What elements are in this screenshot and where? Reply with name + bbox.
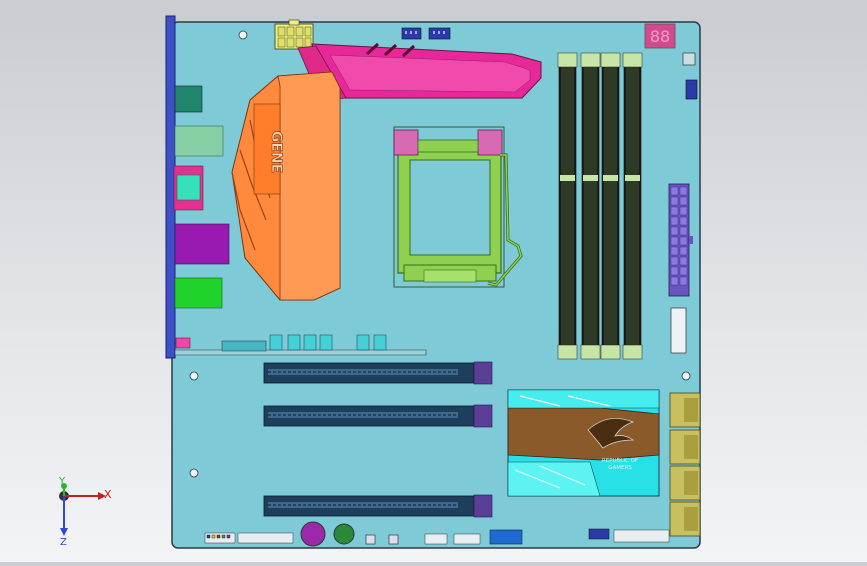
heatsink-logo-text: GENE (268, 131, 284, 173)
usb3-front-header (489, 529, 523, 545)
io-port-purple (174, 223, 230, 265)
header-blue-small (588, 528, 610, 540)
io-shield (165, 15, 176, 359)
usb-header-1 (424, 533, 448, 545)
atx-power-connector (668, 183, 693, 297)
usb3-header (670, 307, 687, 354)
chipset-heatsink: REPUBLIC OF GAMERS (507, 389, 660, 497)
ram-slot-1 (557, 52, 578, 360)
sata-ports (669, 392, 701, 537)
coordinate-triad: X Y Z (58, 476, 112, 548)
audio-section (174, 334, 427, 356)
front-audio-header (204, 532, 236, 544)
ram-slots (557, 52, 643, 360)
io-port-green (174, 277, 223, 309)
triad-y-label: Y (58, 476, 66, 487)
usb-header-2 (453, 533, 481, 545)
triad-z-label: Z (60, 537, 67, 548)
triad-x-label: X (104, 488, 112, 501)
debug-led-display: 88 (644, 23, 676, 49)
vrm-heatsink-top (297, 42, 542, 101)
vrm-heatsink-left: GENE (231, 71, 341, 301)
pcie-slot-1 (263, 361, 493, 385)
io-port-cyan (176, 174, 201, 201)
io-port-small-pink (175, 337, 191, 349)
small-switch-1 (365, 534, 376, 545)
power-button (682, 52, 696, 66)
ram-slot-3 (600, 52, 621, 360)
chipset-text-line1: REPUBLIC OF (602, 458, 638, 464)
io-port-teal (174, 85, 203, 113)
front-panel-header (613, 529, 670, 543)
svg-text:88: 88 (650, 27, 670, 46)
chipset-text-line2: GAMERS (608, 465, 632, 471)
rog-button-green (333, 523, 355, 545)
bottom-headers (204, 521, 670, 547)
pcie-slot-3 (263, 494, 493, 518)
ram-slot-4 (622, 52, 643, 360)
rog-button-purple (300, 521, 326, 547)
small-header-right (685, 79, 698, 100)
pcie-slot-2 (263, 404, 493, 428)
header-strip (237, 532, 294, 544)
small-switch-2 (388, 534, 399, 545)
fan-header-top (401, 27, 451, 40)
cpu-socket (393, 126, 523, 288)
cpu-power-connector (274, 19, 314, 50)
io-port-mint (174, 125, 224, 157)
ram-slot-2 (580, 52, 601, 360)
